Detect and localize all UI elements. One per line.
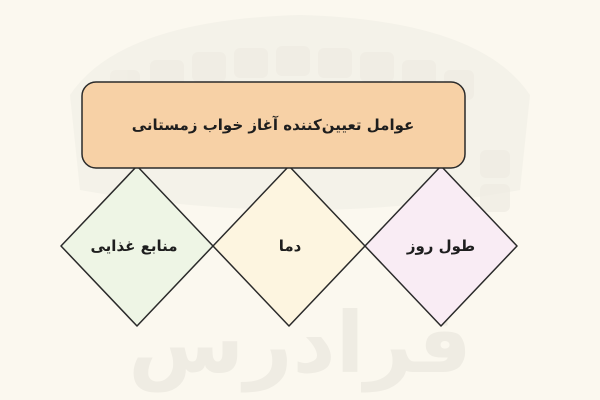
factor-diamond-temperature <box>212 165 366 327</box>
diagram-title: عوامل تعیین‌کننده آغاز خواب زمستانی <box>131 116 415 134</box>
factor-label-daylength: طول روز <box>406 237 476 255</box>
factor-label-food: منابع غذایی <box>90 237 178 255</box>
title-box <box>81 81 466 169</box>
factor-diamond-food <box>60 165 214 327</box>
factor-label-temperature: دما <box>278 237 302 255</box>
factor-diamond-daylength <box>364 165 518 327</box>
